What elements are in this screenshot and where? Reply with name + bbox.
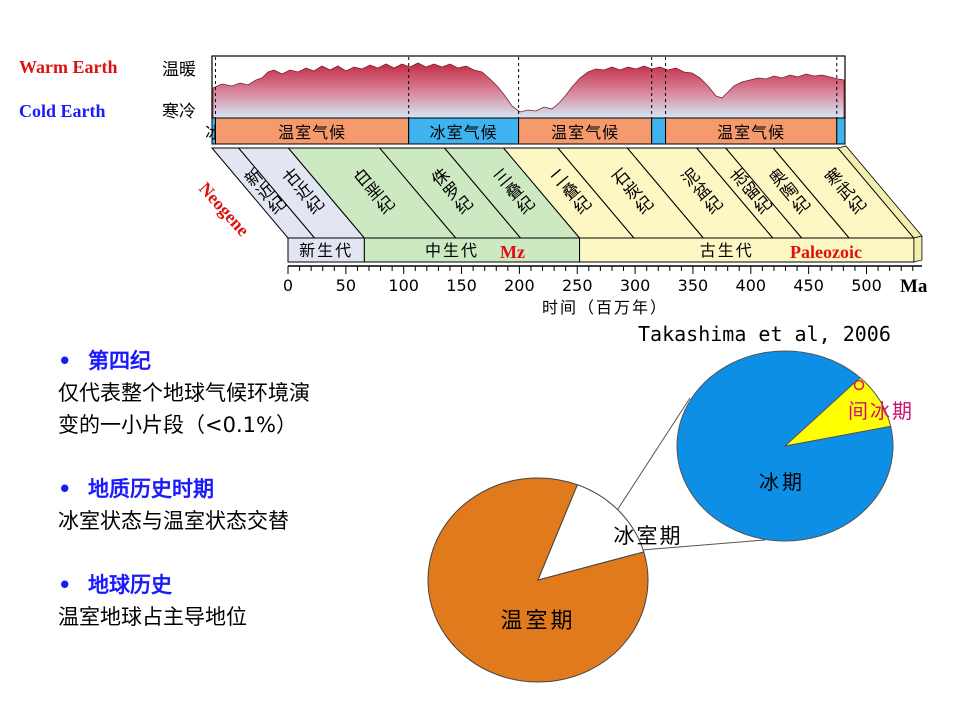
era-segment (363, 237, 581, 263)
age-axis: 0 50 100 150 200 250 300 350 400 450 500 (283, 265, 923, 295)
axis-tick-label: 300 (620, 276, 651, 295)
climate-band-row: 冰温室气候冰室气候温室气候温室气候 (205, 117, 846, 145)
axis-tick-label: 200 (504, 276, 535, 295)
bullet-item: • 地球历史 温室地球占主导地位 (58, 569, 438, 633)
climate-curve (212, 62, 845, 119)
bullet-dot-icon: • (58, 349, 72, 373)
connector-top (615, 397, 691, 513)
neogene-annotation: Neogene (195, 178, 253, 240)
bullet-body-line: 温室地球占主导地位 (58, 605, 247, 629)
axis-label: 时间（百万年） (542, 298, 668, 317)
axis-unit: Ma (900, 276, 928, 297)
cold-cn-label: 寒冷 (162, 102, 196, 122)
icehouse-slice (537, 484, 645, 581)
climate-band (518, 117, 653, 145)
era-segment (579, 237, 915, 263)
climate-curve-panel (211, 55, 846, 119)
bullet-body-line: 冰室状态与温室状态交替 (58, 509, 289, 533)
axis-tick-label: 350 (678, 276, 709, 295)
cold-earth-label: Cold Earth (19, 101, 106, 121)
axis-tick-label: 100 (388, 276, 419, 295)
axis-tick-label: 250 (562, 276, 593, 295)
bullet-item: • 第四纪 仅代表整个地球气候环境演 变的一小片段（<0.1%） (58, 345, 438, 441)
bullet-item: • 地质历史时期 冰室状态与温室状态交替 (58, 473, 438, 537)
axis-tick-label: 500 (851, 276, 882, 295)
bullet-dot-icon: • (58, 477, 72, 501)
era-bar-side (913, 235, 923, 263)
axis-tick-label: 450 (793, 276, 824, 295)
interglacial-label: 间冰期 (848, 399, 914, 423)
axis-tick-label: 150 (446, 276, 477, 295)
bullet-list: • 第四纪 仅代表整个地球气候环境演 变的一小片段（<0.1%） • 地质历史时期 … (58, 345, 438, 633)
greenhouse-label: 温室期 (500, 609, 575, 634)
climate-band-label: 温室气候 (278, 123, 346, 142)
warm-cn-label: 温暖 (162, 60, 196, 80)
icehouse-label: 冰室期 (614, 524, 683, 548)
era-label: 古生代 (700, 241, 754, 260)
bullet-body-line: 变的一小片段（<0.1%） (58, 413, 297, 437)
citation: Takashima et al, 2006 (638, 322, 891, 346)
era-label: 中生代 (425, 241, 479, 260)
bullet-dot-icon: • (58, 573, 72, 597)
climate-band-label: 温室气候 (551, 123, 619, 142)
bullet-body-line: 仅代表整个地球气候环境演 (58, 381, 310, 405)
paleozoic-annotation: Paleozoic (790, 242, 862, 262)
pie-charts: 温室期 冰室期 冰期 间冰期 (427, 350, 914, 683)
climate-band-label: 温室气候 (717, 123, 785, 142)
connector-bottom (641, 539, 766, 551)
bullet-heading: 地质历史时期 (88, 477, 214, 501)
axis-tick-label: 400 (736, 276, 767, 295)
axis-tick-label: 50 (336, 276, 356, 295)
climate-band (651, 117, 667, 145)
glacial-label: 冰期 (759, 470, 805, 494)
bullet-heading: 地球历史 (88, 573, 172, 597)
era-segment (287, 237, 365, 263)
era-bar: 新生代 中生代 古生代 (287, 145, 923, 263)
climate-band (836, 117, 846, 145)
warm-earth-label: Warm Earth (19, 57, 118, 77)
climate-band-label: 冰室气候 (430, 123, 498, 142)
interglacial-slice (783, 376, 892, 447)
era-label: 新生代 (299, 241, 353, 260)
bullet-heading: 第四纪 (88, 349, 151, 373)
mz-annotation: Mz (500, 242, 525, 262)
quaternary-marker (853, 379, 865, 391)
axis-tick-label: 0 (283, 276, 293, 295)
